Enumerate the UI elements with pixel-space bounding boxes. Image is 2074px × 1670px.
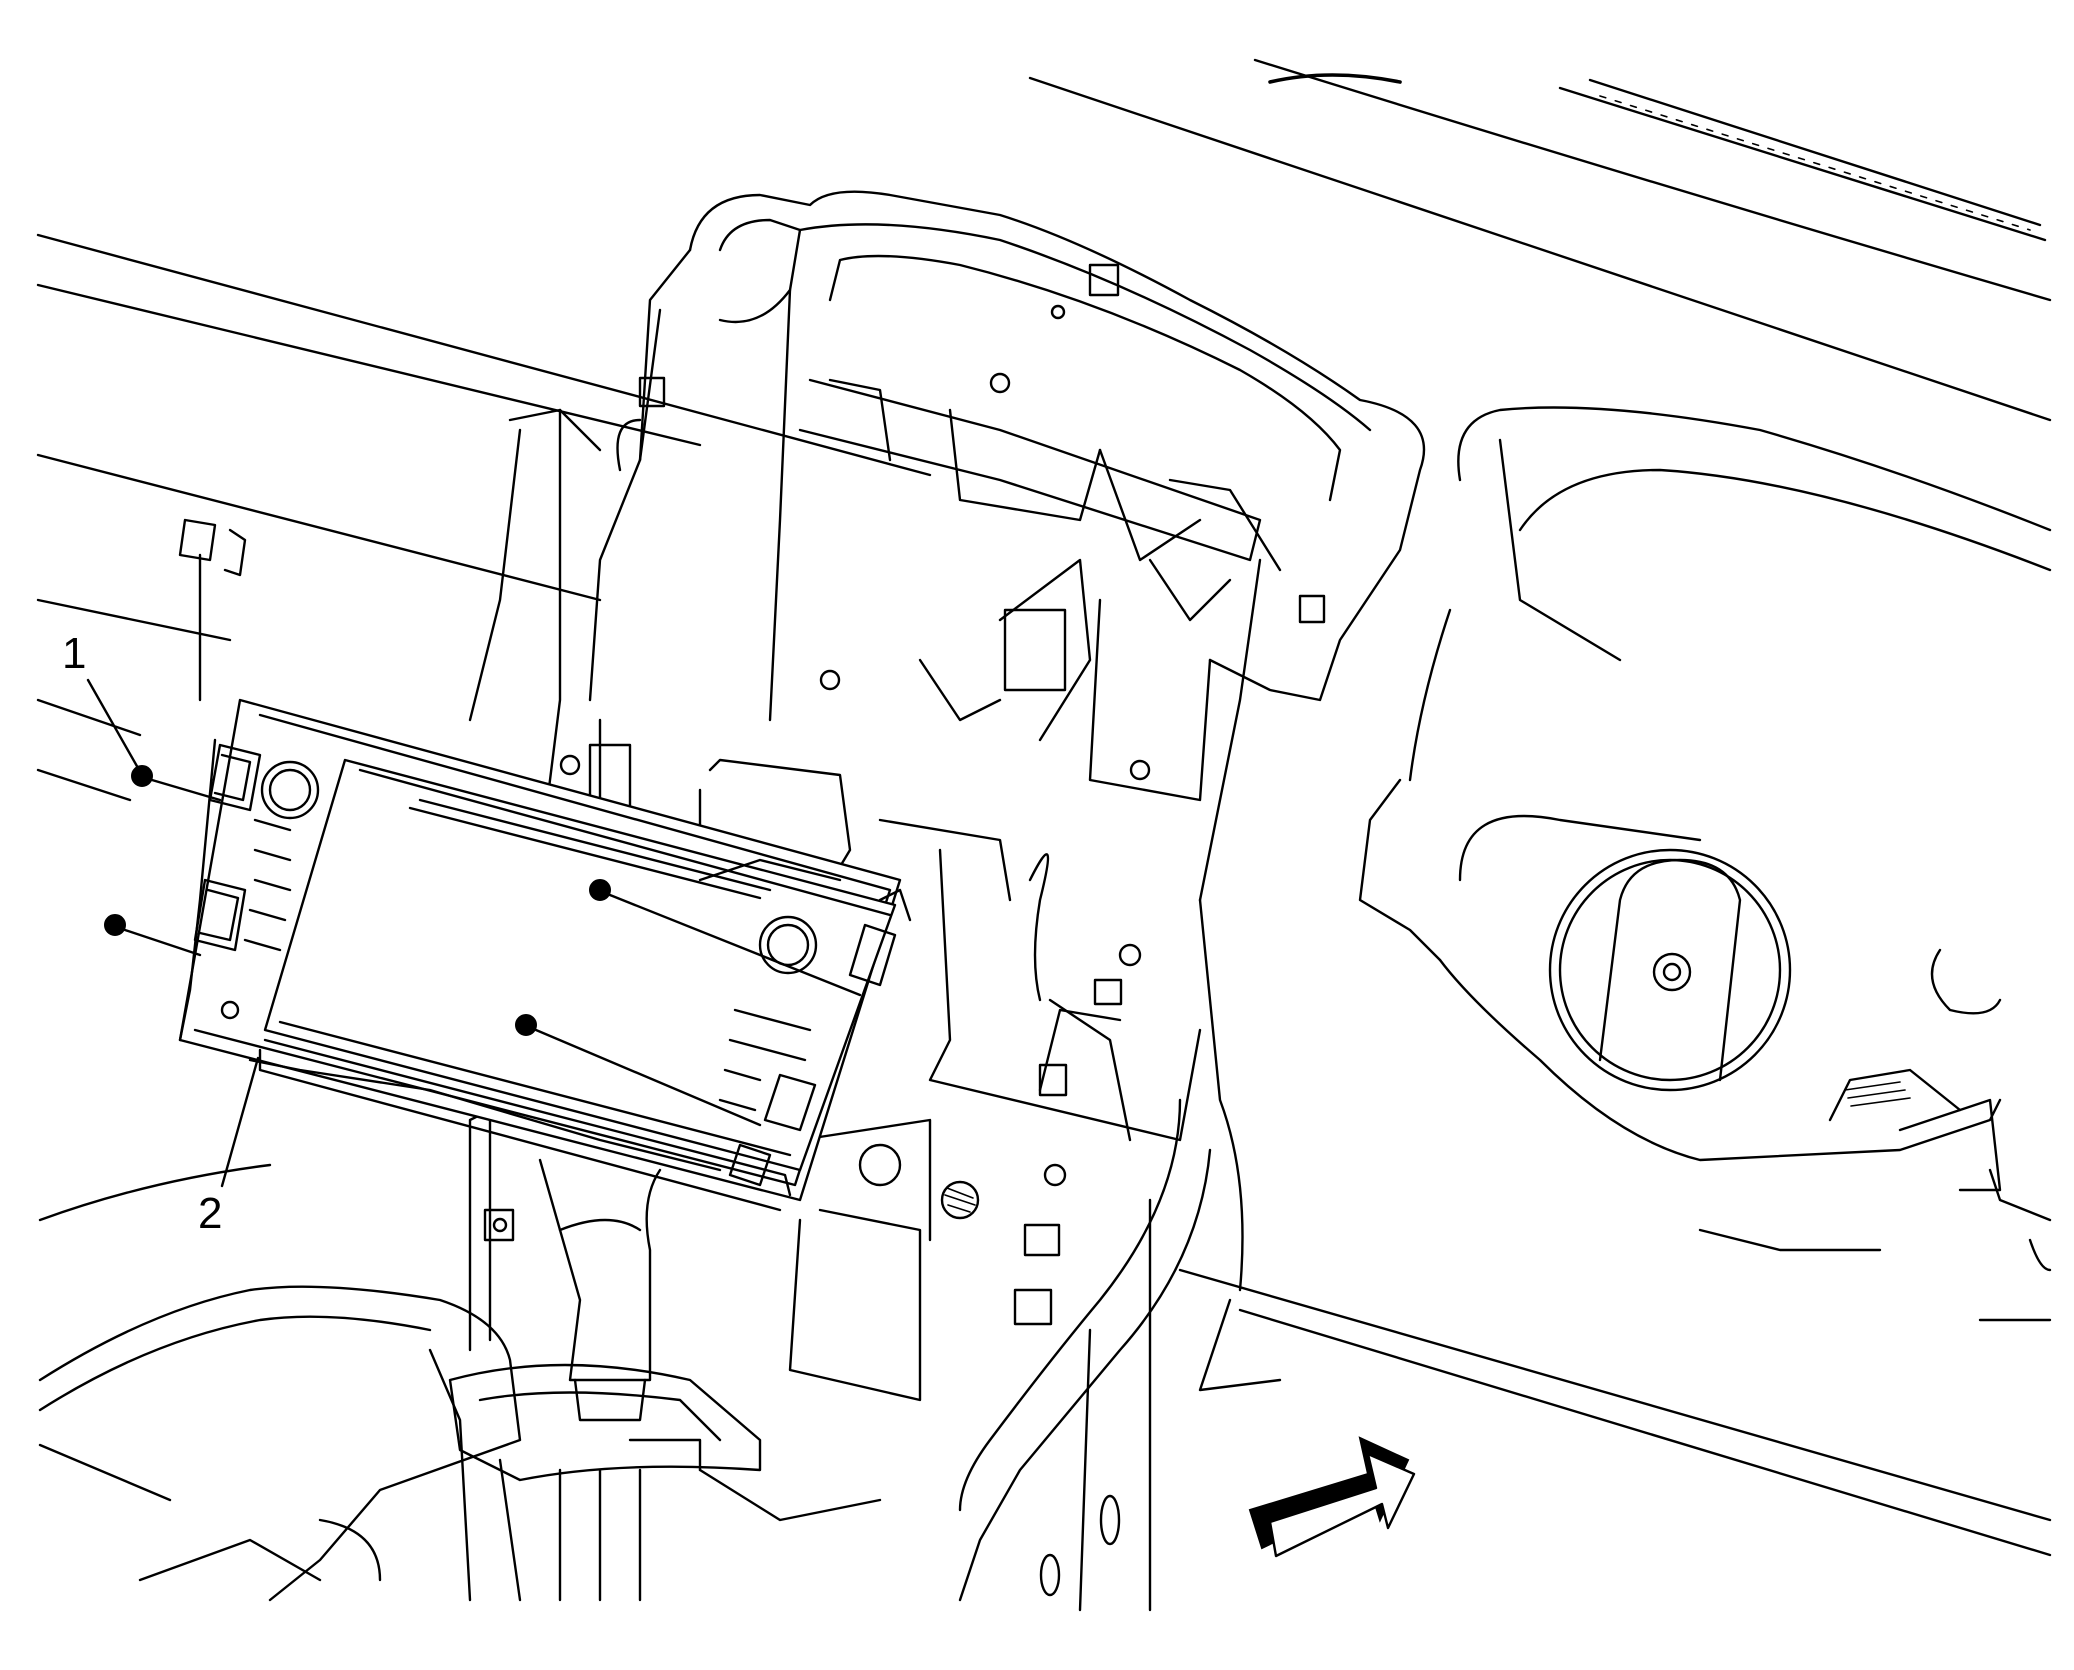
gear-shifter (448, 1158, 882, 1602)
callout-2-label: 2 (198, 1189, 222, 1238)
radio-right-buttons (718, 888, 912, 1187)
instrument-panel-upper (36, 58, 2052, 1582)
front-direction-arrow-icon (1248, 1436, 1416, 1558)
center-console-frame (468, 190, 1426, 1326)
fastener-screw (515, 1014, 762, 1127)
callout-2: 2 (198, 1056, 260, 1238)
radio-head-unit (178, 518, 912, 1212)
callout-2-leader (220, 1056, 260, 1188)
radio-left-buttons (178, 738, 292, 1042)
callout-1: 1 (62, 629, 140, 770)
fastener-screw (589, 879, 862, 997)
console-lower-bezel (428, 898, 1244, 1612)
console-bin (38, 1285, 522, 1602)
callout-1-label: 1 (62, 629, 86, 678)
fastener-screw (131, 765, 222, 802)
steering-column-area (1358, 406, 2052, 1322)
fastener-screw (104, 914, 202, 957)
fasteners (104, 765, 862, 1127)
callout-1-leader (86, 678, 140, 770)
